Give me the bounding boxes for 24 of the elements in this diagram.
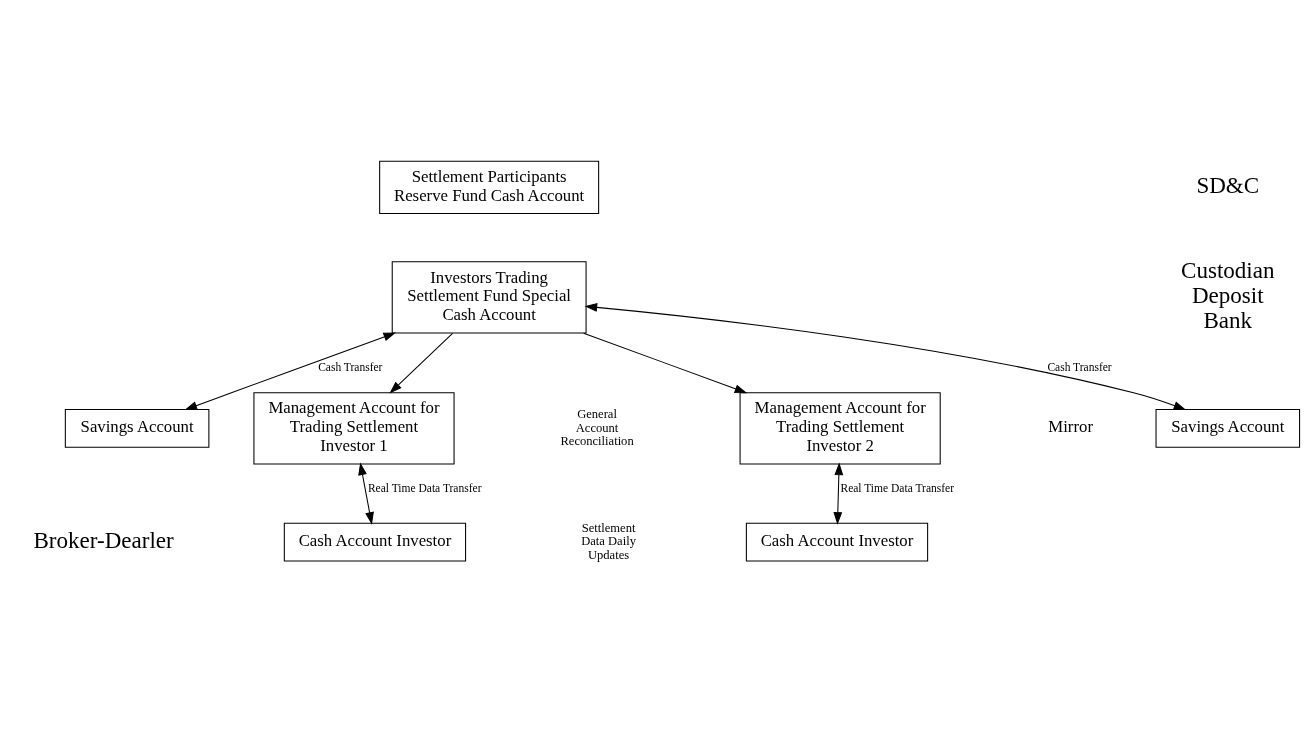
node-box: Investors Trading Settlement Fund Special Cash Account bbox=[391, 261, 587, 334]
arrow bbox=[389, 332, 454, 394]
arrow bbox=[358, 462, 374, 525]
edge-label: Cash Transfer bbox=[318, 360, 383, 373]
arrow bbox=[584, 303, 1187, 410]
arrow bbox=[184, 332, 397, 410]
node-box: Cash Account Investor bbox=[283, 522, 467, 562]
label: General Account Reconciliation bbox=[560, 406, 634, 449]
label: Settlement Data Daily Updates bbox=[581, 520, 636, 562]
node-box: Management Account for Trading Settlement Investor 1 bbox=[253, 392, 455, 465]
node-box: Cash Account Investor bbox=[745, 522, 929, 562]
node-box: Savings Account bbox=[64, 409, 210, 448]
label: SD&C bbox=[1196, 172, 1260, 199]
edge-label: Real Time Data Transfer bbox=[840, 482, 955, 495]
node-box: Savings Account bbox=[1155, 409, 1301, 448]
node-box: Management Account for Trading Settlement Investor 2 bbox=[739, 392, 941, 465]
edge-label: Real Time Data Transfer bbox=[367, 482, 482, 495]
label: Custodian Deposit Bank bbox=[1181, 257, 1275, 334]
arrow bbox=[833, 462, 844, 525]
node-box: Settlement Participants Reserve Fund Cash Account bbox=[379, 160, 600, 215]
edge-label: Cash Transfer bbox=[1047, 360, 1112, 373]
label: Broker-Dearler bbox=[33, 526, 174, 553]
label: Mirror bbox=[1048, 417, 1093, 437]
arrow bbox=[583, 332, 748, 394]
